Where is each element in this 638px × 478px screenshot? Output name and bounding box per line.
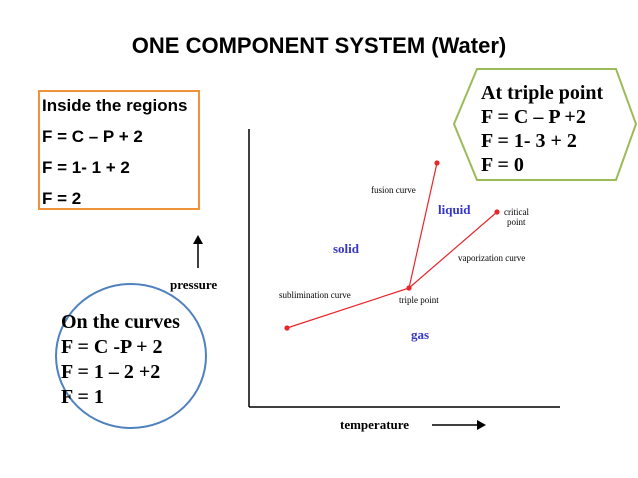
curves-heading: On the curves [61,311,180,333]
fusion-end-point [434,160,440,166]
critical-point-label-line2: point [507,217,526,227]
vaporization-curve-label: vaporization curve [458,253,525,263]
pressure-label: pressure [170,277,217,292]
fusion-curve [408,162,438,289]
triple-box-hexagon [452,68,638,181]
curves-line-1: F = C -P + 2 [61,336,163,358]
region-liquid-label: liquid [438,202,471,217]
triple-heading: At triple point [481,82,604,104]
triple-line-3: F = 0 [481,154,524,176]
slide-title: ONE COMPONENT SYSTEM (Water) [131,33,507,58]
critical-point-label-line1: critical [504,207,529,217]
pressure-arrow-head [193,235,203,244]
region-solid-label: solid [333,241,360,256]
fusion-curve-label: fusion curve [371,185,416,195]
curves-line-2: F = 1 – 2 +2 [61,361,161,383]
triple-line-2: F = 1- 3 + 2 [481,130,577,152]
regions-line-1: F = C – P + 2 [42,127,143,146]
regions-box [38,90,200,210]
temperature-arrow-head [477,420,486,430]
sublimination-end-point [284,325,290,331]
triple-point-marker [406,285,412,291]
vaporization-curve [408,211,498,289]
triple-point-label: triple point [399,295,439,305]
critical-point-marker [494,209,500,215]
temperature-label: temperature [340,417,409,432]
curves-box-ellipse [55,283,207,429]
triple-line-1: F = C – P +2 [481,106,586,128]
regions-line-3: F = 2 [42,189,82,208]
region-gas-label: gas [411,327,429,342]
regions-line-2: F = 1- 1 + 2 [42,158,130,177]
curves-line-3: F = 1 [61,386,104,408]
sublimination-curve [286,287,410,329]
sublimination-curve-label: sublimination curve [279,290,351,300]
regions-heading: Inside the regions [42,96,188,115]
